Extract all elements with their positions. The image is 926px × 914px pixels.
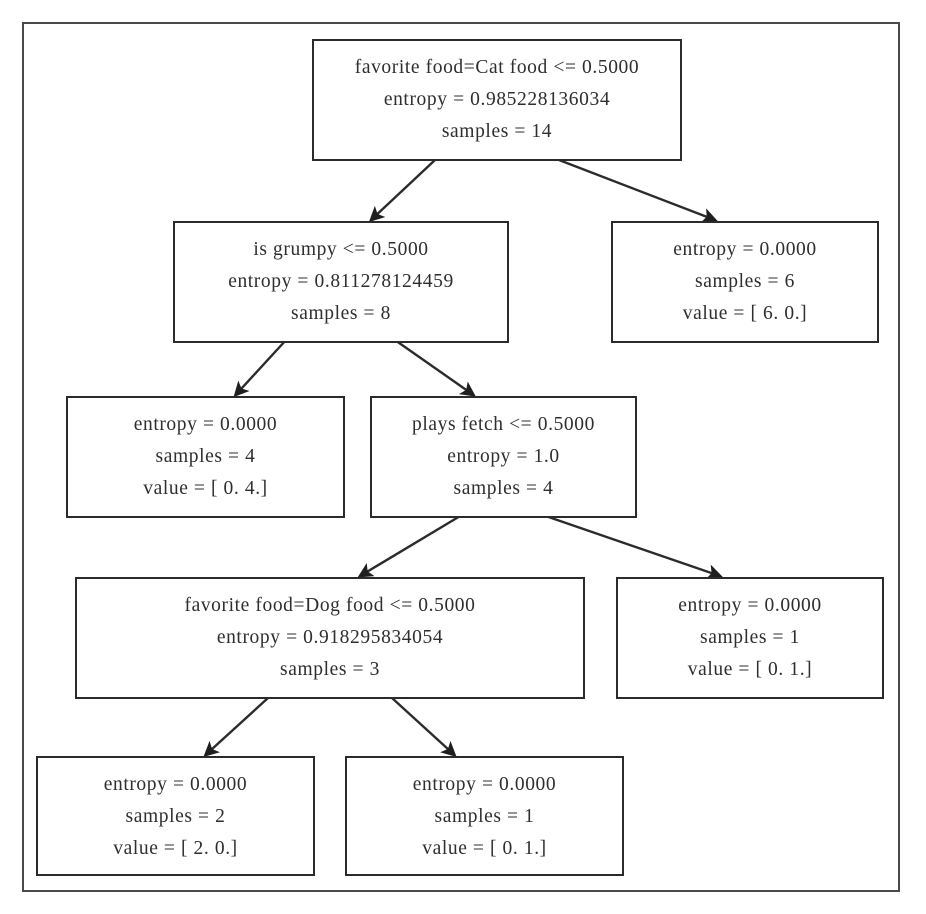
node-line-n7-2: value = [ 2. 0.]	[113, 838, 238, 859]
node-line-n8-1: samples = 1	[435, 806, 535, 827]
node-box-n7	[36, 756, 315, 876]
tree-edge-n4-n5	[357, 515, 460, 578]
node-layer: favorite food=Cat food <= 0.5000 entropy …	[36, 39, 884, 876]
node-box-n4	[370, 396, 637, 518]
node-box-n6	[616, 577, 884, 699]
tree-node-n2[interactable]: entropy = 0.0000 samples = 6 value = [ 6. …	[611, 221, 879, 343]
edge-layer	[203, 158, 723, 757]
tree-node-n5[interactable]: favorite food=Dog food <= 0.5000 entropy …	[75, 577, 585, 699]
node-box-n3	[66, 396, 345, 518]
node-line-n1-1: entropy = 0.811278124459	[228, 271, 454, 292]
node-line-n4-0: plays fetch <= 0.5000	[412, 414, 595, 435]
node-line-n1-2: samples = 8	[291, 303, 391, 324]
node-line-n7-1: samples = 2	[126, 806, 226, 827]
node-line-n5-0: favorite food=Dog food <= 0.5000	[184, 595, 475, 616]
tree-edge-n5-n7	[203, 697, 269, 757]
node-line-n0-2: samples = 14	[442, 121, 552, 142]
node-line-n5-1: entropy = 0.918295834054	[217, 627, 443, 648]
node-box-n1	[173, 221, 509, 343]
node-line-n4-1: entropy = 1.0	[447, 446, 560, 467]
tree-node-n1[interactable]: is grumpy <= 0.5000 entropy = 0.811278124…	[173, 221, 509, 343]
tree-edge-n4-n6	[548, 515, 723, 580]
node-line-n6-0: entropy = 0.0000	[678, 595, 822, 616]
node-line-n2-2: value = [ 6. 0.]	[683, 303, 808, 324]
node-line-n4-2: samples = 4	[454, 478, 554, 499]
node-line-n8-0: entropy = 0.0000	[413, 774, 557, 795]
tree-edge-n0-n1	[368, 159, 436, 222]
tree-edge-n1-n4	[397, 341, 476, 397]
node-box-n0	[312, 39, 682, 161]
node-line-n0-1: entropy = 0.985228136034	[384, 89, 610, 110]
node-line-n3-2: value = [ 0. 4.]	[143, 478, 268, 499]
tree-edge-n0-n2	[558, 158, 718, 223]
node-line-n3-1: samples = 4	[156, 446, 256, 467]
tree-edge-n5-n8	[391, 697, 457, 757]
tree-node-n6[interactable]: entropy = 0.0000 samples = 1 value = [ 0. …	[616, 577, 884, 699]
node-line-n2-1: samples = 6	[695, 271, 795, 292]
node-line-n6-2: value = [ 0. 1.]	[688, 659, 813, 680]
tree-node-n3[interactable]: entropy = 0.0000 samples = 4 value = [ 0. …	[66, 396, 345, 518]
node-line-n5-2: samples = 3	[280, 659, 380, 680]
node-line-n6-1: samples = 1	[700, 627, 800, 648]
tree-node-n0[interactable]: favorite food=Cat food <= 0.5000 entropy …	[312, 39, 682, 161]
tree-node-n7[interactable]: entropy = 0.0000 samples = 2 value = [ 2. …	[36, 756, 315, 876]
node-box-n8	[345, 756, 624, 876]
tree-node-n4[interactable]: plays fetch <= 0.5000 entropy = 1.0 sample…	[370, 396, 637, 518]
node-line-n1-0: is grumpy <= 0.5000	[253, 239, 428, 260]
node-line-n2-0: entropy = 0.0000	[673, 239, 817, 260]
node-line-n7-0: entropy = 0.0000	[104, 774, 248, 795]
node-line-n3-0: entropy = 0.0000	[134, 414, 278, 435]
figure-frame	[22, 22, 900, 892]
node-line-n0-0: favorite food=Cat food <= 0.5000	[355, 57, 640, 78]
node-box-n2	[611, 221, 879, 343]
node-box-n5	[75, 577, 585, 699]
node-line-n8-2: value = [ 0. 1.]	[422, 838, 547, 859]
tree-edge-n1-n3	[233, 341, 286, 398]
tree-node-n8[interactable]: entropy = 0.0000 samples = 1 value = [ 0. …	[345, 756, 624, 876]
